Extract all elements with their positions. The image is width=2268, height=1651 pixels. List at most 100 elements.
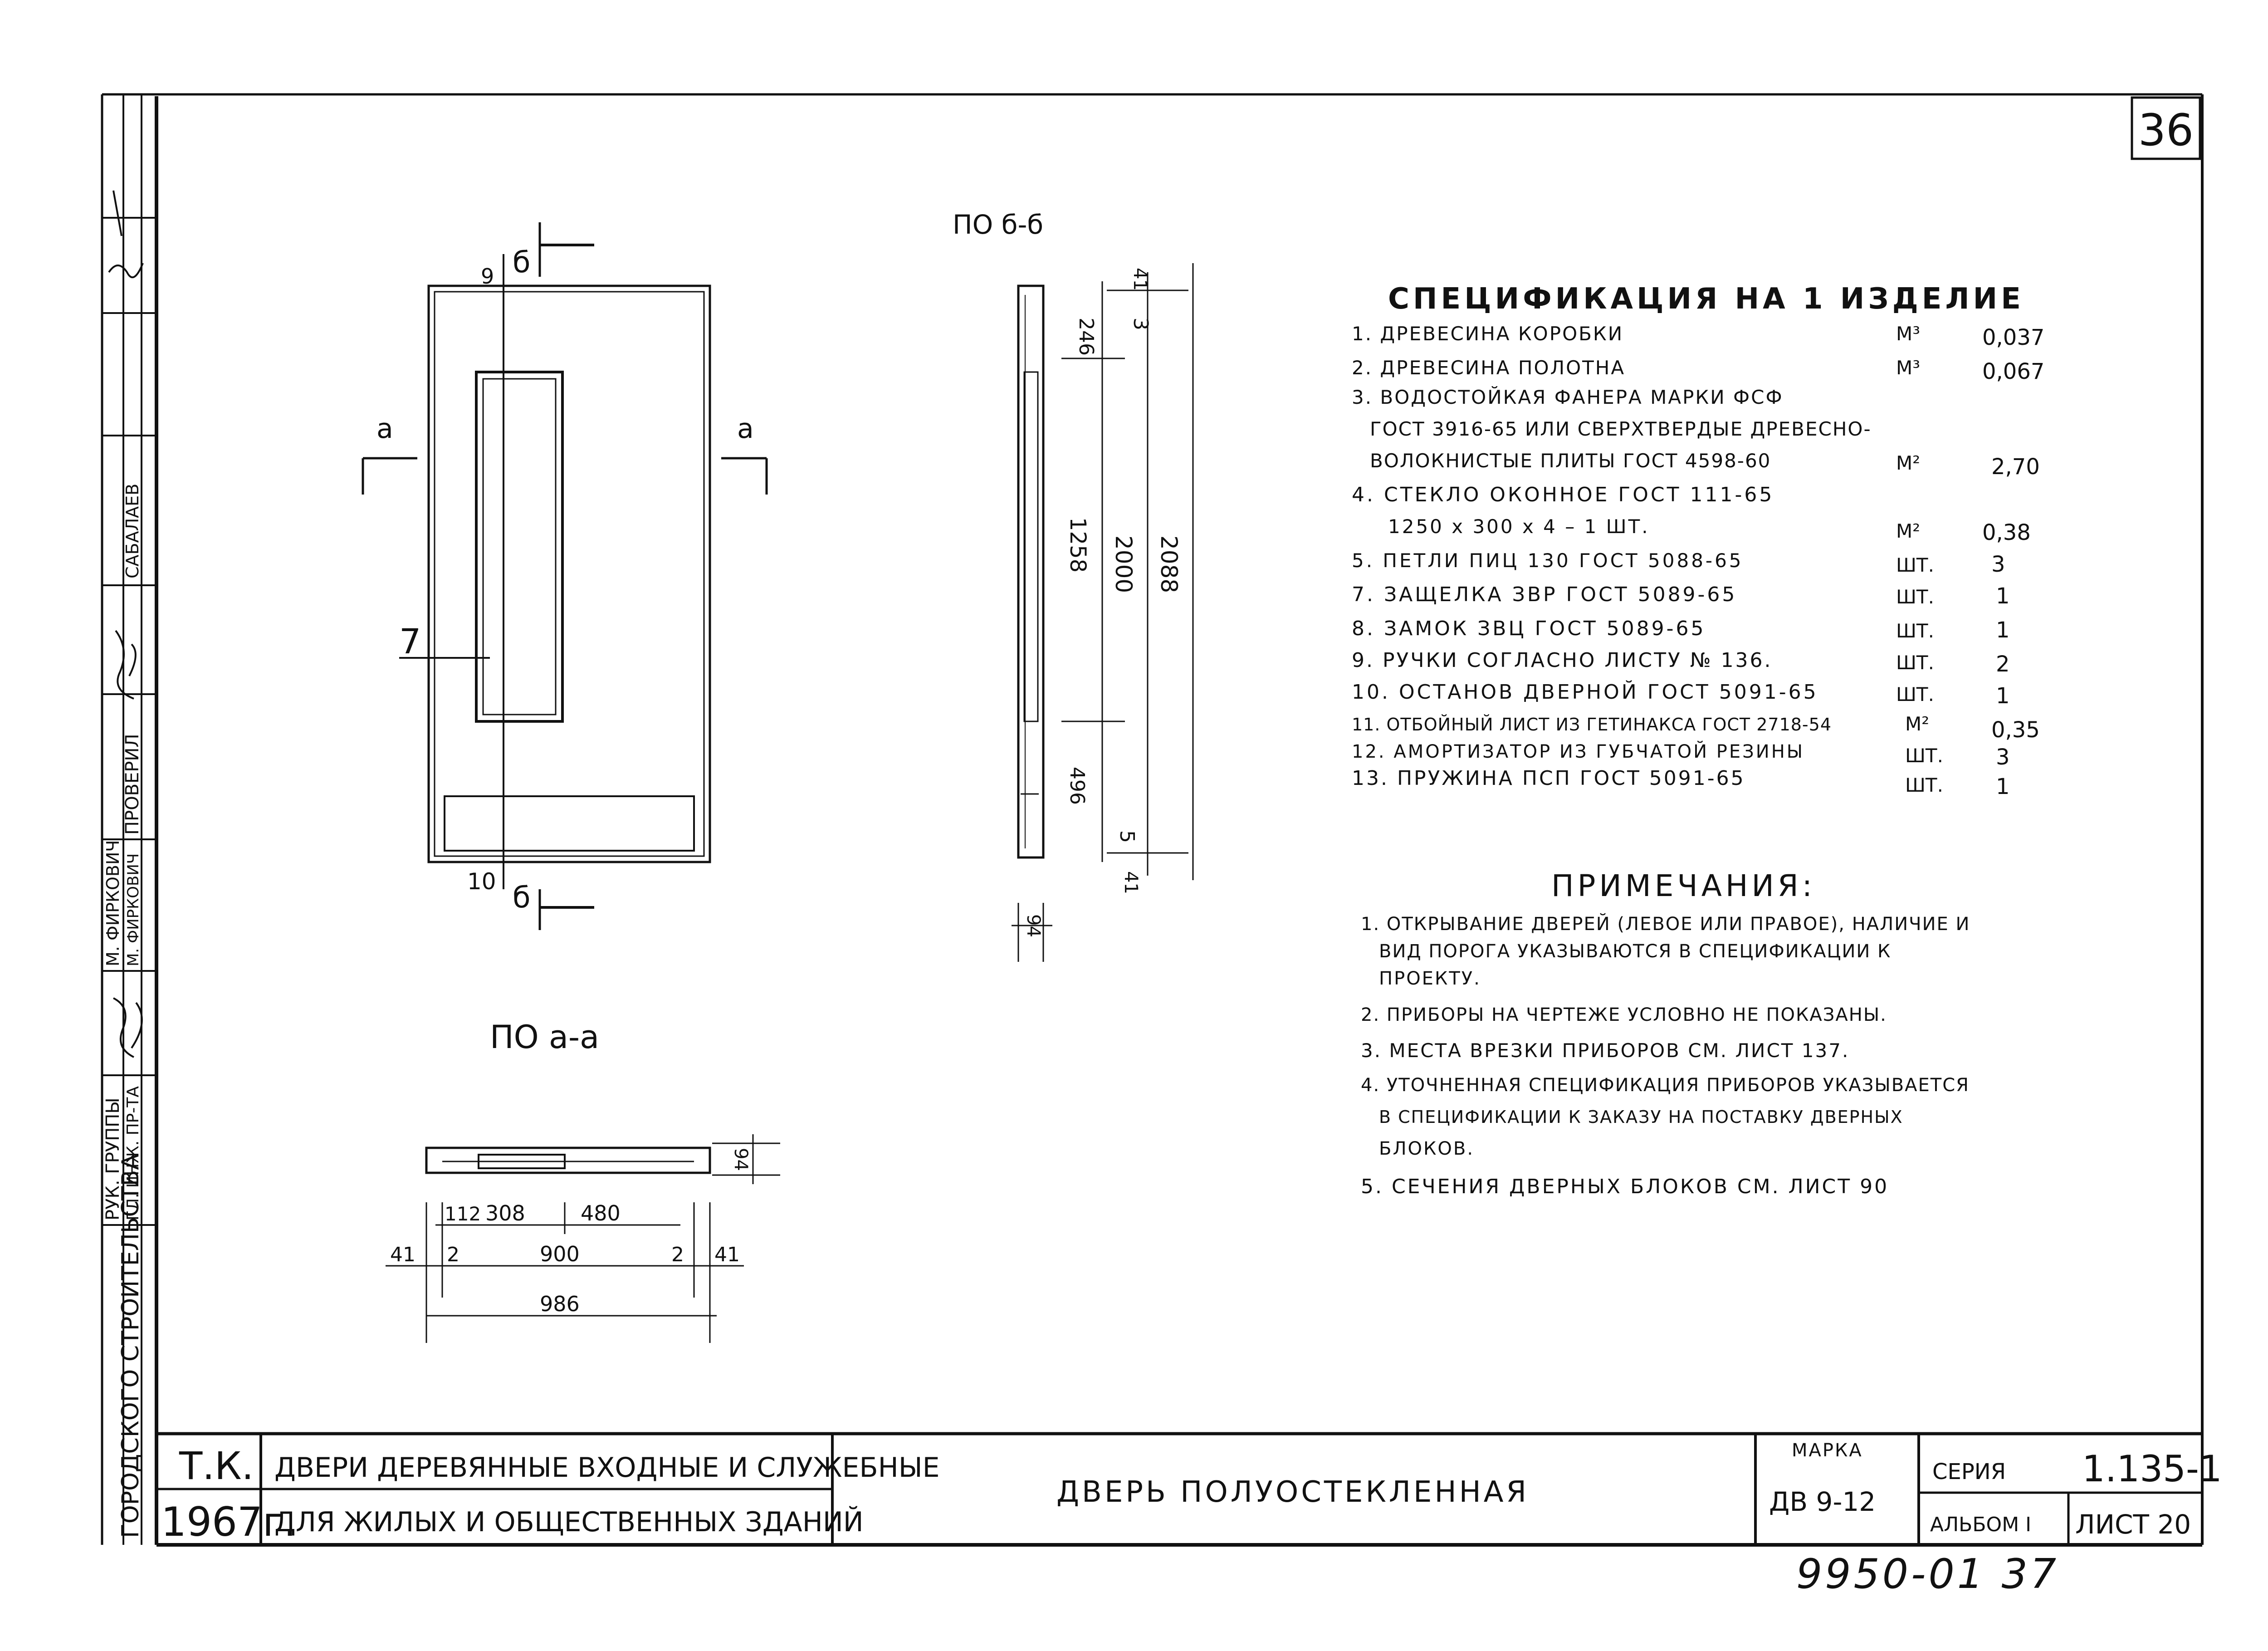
b-dim-496: 496: [1066, 767, 1089, 805]
cut-b-bottom: б: [513, 881, 530, 915]
a-dim-41-left: 41: [390, 1243, 415, 1266]
b-dim-246: 246: [1075, 318, 1098, 356]
spec-row-text: 8. ЗАМОК ЗВЦ ГОСТ 5089-65: [1352, 617, 1706, 640]
stamp-role-2: ГЛ. ИНЖ. ПР-ТА: [124, 1086, 142, 1220]
notes: ПРИМЕЧАНИЯ: 1. ОТКРЫВАНИЕ ДВЕРЕЙ (ЛЕВОЕ …: [1361, 868, 1970, 1198]
b-dim-3-top: 3: [1129, 318, 1152, 330]
b-dim-94: 94: [1023, 914, 1044, 937]
spec-row-qty: 0,067: [1982, 359, 2044, 384]
door-elevation: б б а а 9 10 7: [362, 222, 768, 930]
spec-row-unit: М³: [1896, 323, 1920, 345]
callout-10: 10: [467, 868, 496, 895]
spec-row-qty: 0,35: [1991, 717, 2040, 743]
cut-a-right: а: [737, 413, 754, 445]
album-label: АЛЬБОМ I: [1930, 1513, 2031, 1536]
section-a-a: ПО а-а 94 112 308 480 41 2 900 2 41 986: [386, 1019, 780, 1343]
series-label: СЕРИЯ: [1932, 1459, 2006, 1484]
side-stamp: ГОРОДСКОГО СТРОИТЕЛЬСТВА РУК. ГРУППЫ ГЛ.…: [101, 94, 156, 1545]
spec-row-text: ГОСТ 3916-65 ИЛИ СВЕРХТВЕРДЫЕ ДРЕВЕСНО-: [1370, 418, 1872, 440]
spec-row-text: 1250 х 300 х 4 – 1 ШТ.: [1388, 515, 1650, 538]
sheet-number: 36: [2138, 105, 2194, 156]
signature-1: [108, 190, 144, 279]
note-line: 4. УТОЧНЕННАЯ СПЕЦИФИКАЦИЯ ПРИБОРОВ УКАЗ…: [1361, 1075, 1970, 1096]
section-b-label: ПО б-б: [953, 209, 1043, 240]
spec-row-text: ВОЛОКНИСТЫЕ ПЛИТЫ ГОСТ 4598-60: [1370, 450, 1771, 472]
mark-label: МАРКА: [1792, 1440, 1863, 1461]
spec-row-qty: 1: [1996, 774, 2010, 799]
spec-row-unit: М³: [1896, 357, 1920, 379]
spec-row-unit: ШТ.: [1896, 554, 1934, 576]
note-line: ПРОЕКТУ.: [1379, 968, 1481, 989]
stamp-role-1: РУК. ГРУППЫ: [103, 1097, 123, 1220]
callout-9: 9: [481, 264, 494, 289]
spec-row-unit: М²: [1905, 713, 1929, 735]
a-dim-986: 986: [540, 1292, 580, 1316]
a-dim-94: 94: [730, 1148, 751, 1171]
b-dim-41-bottom: 41: [1120, 871, 1141, 894]
spec-row-unit: ШТ.: [1905, 745, 1943, 767]
spec-row-text: 4. СТЕКЛО ОКОННОЕ ГОСТ 111-65: [1352, 483, 1774, 506]
series-title-1: ДВЕРИ ДЕРЕВЯННЫЕ ВХОДНЫЕ И СЛУЖЕБНЫЕ: [274, 1452, 940, 1484]
spec-row-unit: М²: [1896, 520, 1920, 542]
stamp-org: ГОРОДСКОГО СТРОИТЕЛЬСТВА: [117, 1154, 144, 1538]
a-dim-308: 308: [485, 1201, 525, 1225]
callout-7: 7: [399, 621, 421, 661]
spec-row-qty: 3: [1991, 552, 2005, 577]
cut-b-top: б: [513, 246, 530, 279]
sheet-label: ЛИСТ 20: [2075, 1509, 2191, 1540]
notes-title: ПРИМЕЧАНИЯ:: [1551, 868, 1816, 903]
spec-row-text: 9. РУЧКИ СОГЛАСНО ЛИСТУ № 136.: [1352, 649, 1773, 672]
stamp-checked: ПРОВЕРИЛ: [122, 734, 143, 835]
spec-row-text: 12. АМОРТИЗАТОР ИЗ ГУБЧАТОЙ РЕЗИНЫ: [1352, 740, 1804, 762]
title-block: Т.К. 1967г. ДВЕРИ ДЕРЕВЯННЫЕ ВХОДНЫЕ И С…: [156, 1434, 2222, 1545]
a-dim-41-right: 41: [714, 1243, 740, 1266]
a-dim-2-left: 2: [447, 1243, 459, 1266]
a-dim-480: 480: [581, 1201, 621, 1225]
b-dim-2088: 2088: [1156, 535, 1182, 593]
a-dim-112: 112: [445, 1203, 481, 1225]
series-title-2: ДЛЯ ЖИЛЫХ И ОБЩЕСТВЕННЫХ ЗДАНИЙ: [274, 1505, 864, 1538]
specification: СПЕЦИФИКАЦИЯ НА 1 ИЗДЕЛИЕ 1. ДРЕВЕСИНА К…: [1352, 282, 2044, 799]
stamp-name-1: М. ФИРКОВИЧ: [103, 840, 123, 966]
spec-row-text: 7. ЗАЩЕЛКА ЗВР ГОСТ 5089-65: [1352, 583, 1737, 606]
spec-row-qty: 3: [1996, 745, 2010, 770]
stamp-name-2: М. ФИРКОВИЧ: [124, 853, 142, 966]
b-dim-1258: 1258: [1065, 517, 1090, 573]
note-line: 3. МЕСТА ВРЕЗКИ ПРИБОРОВ СМ. ЛИСТ 137.: [1361, 1039, 1849, 1062]
spec-title: СПЕЦИФИКАЦИЯ НА 1 ИЗДЕЛИЕ: [1388, 282, 2024, 316]
spec-row-text: 2. ДРЕВЕСИНА ПОЛОТНА: [1352, 357, 1625, 379]
spec-row-qty: 2: [1996, 652, 2010, 677]
a-dim-2-right: 2: [671, 1243, 684, 1266]
note-line: БЛОКОВ.: [1379, 1138, 1474, 1159]
spec-row-qty: 0,037: [1982, 325, 2044, 350]
signature-2: [115, 630, 137, 700]
spec-row-text: 1. ДРЕВЕСИНА КОРОБКИ: [1352, 323, 1623, 345]
note-line: В СПЕЦИФИКАЦИИ К ЗАКАЗУ НА ПОСТАВКУ ДВЕР…: [1379, 1107, 1903, 1127]
b-dim-2000: 2000: [1110, 535, 1137, 593]
spec-row-qty: 1: [1996, 583, 2010, 609]
spec-row-qty: 2,70: [1991, 454, 2040, 480]
spec-row-unit: ШТ.: [1896, 683, 1934, 705]
spec-row-qty: 1: [1996, 617, 2010, 643]
spec-row-unit: ШТ.: [1896, 586, 1934, 608]
series-value: 1.135-1: [2082, 1448, 2222, 1490]
spec-row-qty: 1: [1996, 683, 2010, 709]
sheet-frame: [102, 93, 2204, 1547]
spec-row-unit: ШТ.: [1896, 620, 1934, 642]
drawing-title: ДВЕРЬ ПОЛУОСТЕКЛЕННАЯ: [1056, 1475, 1529, 1509]
note-line: 1. ОТКРЫВАНИЕ ДВЕРЕЙ (ЛЕВОЕ ИЛИ ПРАВОЕ),…: [1361, 913, 1970, 935]
spec-row-text: 13. ПРУЖИНА ПСП ГОСТ 5091-65: [1352, 767, 1745, 790]
tk-label: Т.К.: [179, 1444, 254, 1488]
spec-row-unit: ШТ.: [1896, 652, 1934, 674]
note-line: ВИД ПОРОГА УКАЗЫВАЮТСЯ В СПЕЦИФИКАЦИИ К: [1379, 941, 1891, 962]
spec-row-text: 5. ПЕТЛИ ПИЦ 130 ГОСТ 5088-65: [1352, 549, 1744, 572]
spec-row-unit: М²: [1896, 452, 1920, 474]
spec-row-text: 10. ОСТАНОВ ДВЕРНОЙ ГОСТ 5091-65: [1352, 680, 1818, 704]
section-a-label: ПО а-а: [490, 1019, 599, 1056]
note-line: 2. ПРИБОРЫ НА ЧЕРТЕЖЕ УСЛОВНО НЕ ПОКАЗАН…: [1361, 1004, 1887, 1025]
cut-a-left: а: [376, 413, 393, 445]
mark-value: ДВ 9-12: [1769, 1486, 1876, 1517]
year-label: 1967г.: [161, 1499, 296, 1545]
a-dim-900: 900: [540, 1242, 580, 1266]
b-dim-41-top: 41: [1129, 268, 1150, 291]
